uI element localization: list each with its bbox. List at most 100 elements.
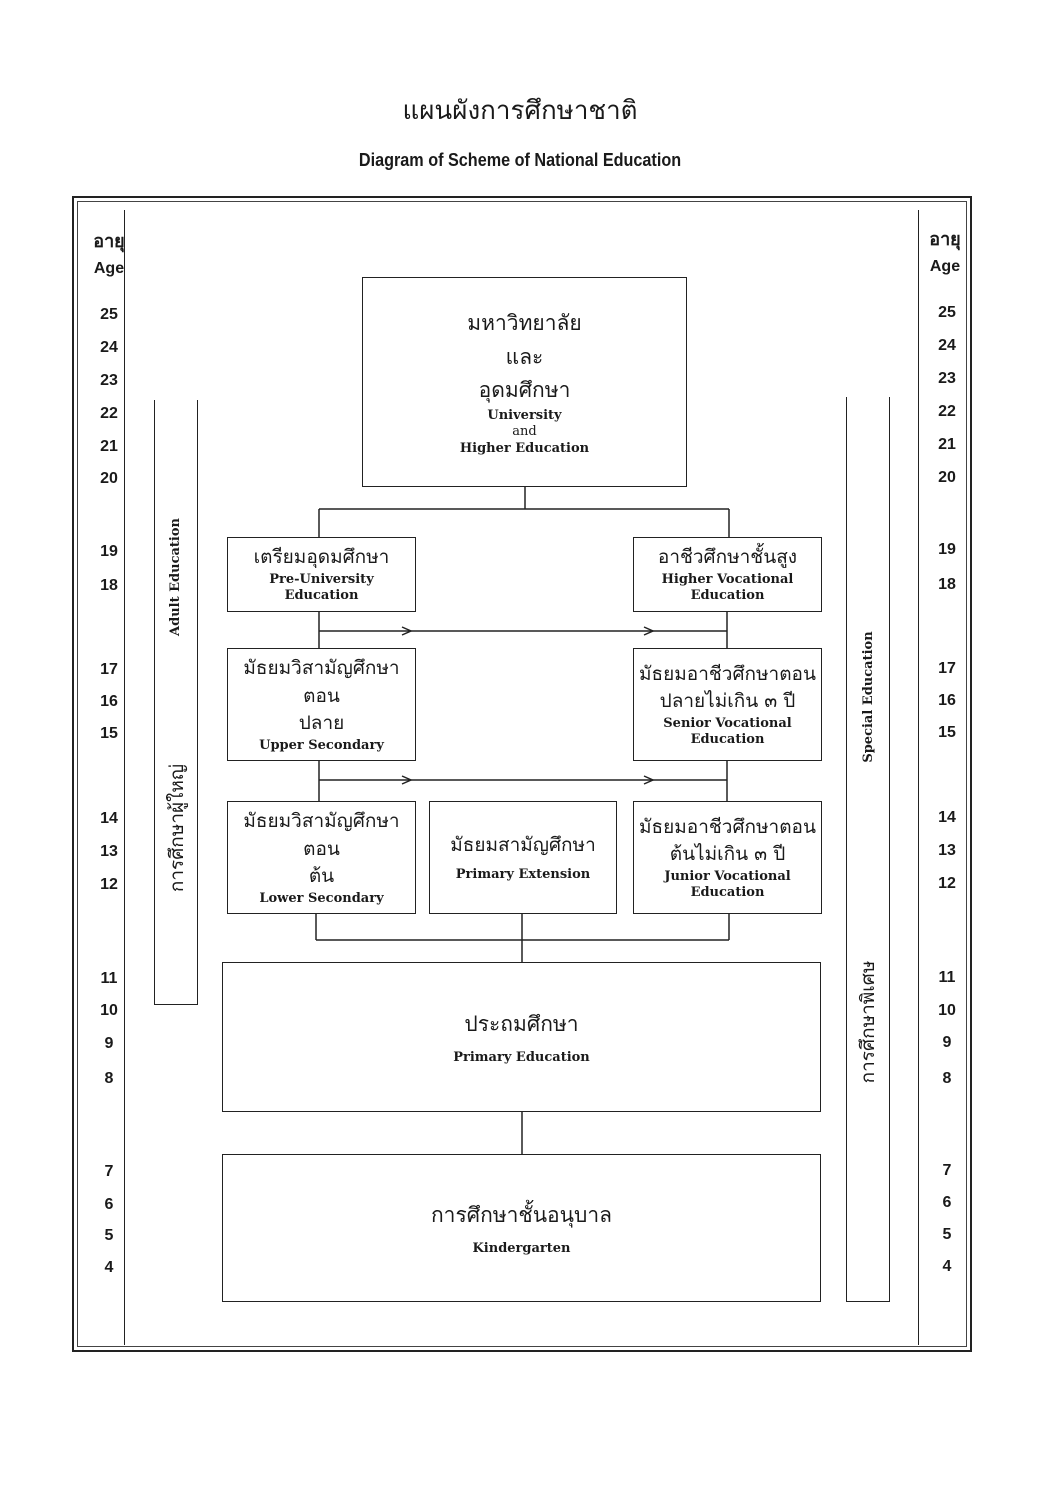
lower-secondary-english: Lower Secondary (259, 890, 384, 906)
age-label: 12 (938, 875, 956, 892)
age-label: 8 (942, 1070, 952, 1087)
left-age-column-divider (124, 210, 125, 1345)
special-education-strip (846, 397, 890, 1302)
upper-secondary-thai-1: มัธยมวิสามัญศึกษาตอน (243, 657, 400, 707)
arrowhead (643, 626, 655, 636)
age-label: 18 (100, 577, 118, 594)
arrowhead (401, 626, 413, 636)
age-label: 7 (942, 1162, 952, 1179)
age-label: 14 (100, 810, 118, 827)
age-label: 20 (938, 469, 956, 486)
age-label: 9 (942, 1034, 952, 1051)
age-label: 10 (100, 1002, 118, 1019)
age-header-english-right: Age (929, 258, 961, 275)
upper-secondary-box: มัธยมวิสามัญศึกษาตอน ปลาย Upper Secondar… (227, 648, 416, 761)
kindergarten-box: การศึกษาชั้นอนุบาล Kindergarten (222, 1154, 821, 1302)
age-label: 24 (938, 337, 956, 354)
age-label: 4 (104, 1259, 114, 1276)
age-header-thai-left: อายุ (93, 231, 125, 252)
age-label: 6 (104, 1196, 114, 1213)
age-label: 5 (104, 1227, 114, 1244)
university-thai-3: อุดมศึกษา (478, 378, 571, 403)
arrowhead (401, 775, 413, 785)
pre-university-thai: เตรียมอุดมศึกษา (253, 546, 390, 569)
lower-secondary-thai-1: มัธยมวิสามัญศึกษาตอน (243, 810, 400, 860)
age-label: 6 (942, 1194, 952, 1211)
age-label: 11 (100, 970, 118, 987)
title-english: Diagram of Scheme of National Education (358, 150, 682, 170)
university-english-2: and (512, 424, 537, 440)
senior-vocational-english-1: Senior Vocational (663, 715, 792, 731)
primary-extension-box: มัธยมสามัญศึกษา Primary Extension (429, 801, 617, 914)
age-label: 22 (938, 403, 956, 420)
diagram-frame-inner (77, 201, 967, 1347)
age-label: 19 (938, 541, 956, 558)
senior-vocational-thai-2: ปลายไม่เกิน ๓ ปี (659, 690, 796, 713)
university-english-1: University (487, 408, 562, 424)
age-label: 20 (100, 470, 118, 487)
primary-extension-english: Primary Extension (455, 867, 591, 883)
age-label: 14 (938, 809, 956, 826)
age-label: 16 (938, 692, 956, 709)
university-english-3: Higher Education (459, 440, 590, 456)
age-label: 13 (938, 842, 956, 859)
lower-secondary-box: มัธยมวิสามัญศึกษาตอน ต้น Lower Secondary (227, 801, 416, 914)
senior-vocational-thai-1: มัธยมอาชีวศึกษาตอน (639, 662, 816, 685)
kindergarten-english: Kindergarten (472, 1240, 571, 1256)
age-label: 11 (938, 969, 956, 986)
title-thai: แผนผังการศึกษาชาติ (402, 96, 638, 126)
primary-education-thai: ประถมศึกษา (464, 1012, 579, 1037)
age-label: 15 (100, 725, 118, 742)
age-label: 7 (104, 1163, 114, 1180)
age-label: 18 (938, 576, 956, 593)
age-label: 15 (938, 724, 956, 741)
age-label: 17 (938, 660, 956, 677)
age-label: 25 (100, 306, 118, 323)
upper-secondary-thai-2: ปลาย (298, 712, 345, 735)
higher-vocational-box: อาชีวศึกษาชั้นสูง Higher Vocational Educ… (633, 537, 822, 612)
right-age-column-divider (918, 210, 919, 1345)
age-label: 24 (100, 339, 118, 356)
arrowhead (643, 775, 655, 785)
lower-secondary-thai-2: ต้น (308, 865, 335, 888)
age-header-english-left: Age (93, 260, 125, 277)
age-label: 25 (938, 304, 956, 321)
university-box: มหาวิทยาลัย และ อุดมศึกษา University and… (362, 277, 687, 487)
age-label: 21 (100, 438, 118, 455)
junior-vocational-box: มัธยมอาชีวศึกษาตอน ต้นไม่เกิน ๓ ปี Junio… (633, 801, 822, 914)
age-label: 22 (100, 405, 118, 422)
higher-vocational-thai: อาชีวศึกษาชั้นสูง (657, 546, 798, 569)
age-label: 4 (942, 1258, 952, 1275)
age-label: 13 (100, 843, 118, 860)
age-label: 17 (100, 661, 118, 678)
junior-vocational-english-2: Education (690, 885, 765, 901)
pre-university-english-1: Pre-University (269, 572, 374, 588)
pre-university-english-2: Education (284, 588, 359, 604)
age-label: 8 (104, 1070, 114, 1087)
age-label: 16 (100, 693, 118, 710)
pre-university-box: เตรียมอุดมศึกษา Pre-University Education (227, 537, 416, 612)
upper-secondary-english: Upper Secondary (259, 737, 384, 753)
age-label: 19 (100, 543, 118, 560)
age-label: 9 (104, 1035, 114, 1052)
diagram-frame (72, 196, 972, 1352)
age-label: 23 (938, 370, 956, 387)
primary-education-english: Primary Education (453, 1049, 590, 1065)
junior-vocational-english-1: Junior Vocational (664, 868, 791, 884)
senior-vocational-box: มัธยมอาชีวศึกษาตอน ปลายไม่เกิน ๓ ปี Seni… (633, 648, 822, 761)
kindergarten-thai: การศึกษาชั้นอนุบาล (430, 1203, 613, 1228)
higher-vocational-english-2: Education (690, 588, 765, 604)
university-thai-2: และ (505, 344, 544, 369)
primary-extension-thai: มัธยมสามัญศึกษา (450, 833, 596, 856)
age-label: 21 (938, 436, 956, 453)
junior-vocational-thai-2: ต้นไม่เกิน ๓ ปี (669, 843, 786, 866)
adult-education-strip (154, 400, 198, 1005)
junior-vocational-thai-1: มัธยมอาชีวศึกษาตอน (639, 815, 816, 838)
senior-vocational-english-2: Education (690, 732, 765, 748)
age-header-thai-right: อายุ (929, 229, 961, 250)
age-label: 23 (100, 372, 118, 389)
university-thai-1: มหาวิทยาลัย (467, 311, 582, 336)
primary-education-box: ประถมศึกษา Primary Education (222, 962, 821, 1112)
age-label: 12 (100, 876, 118, 893)
